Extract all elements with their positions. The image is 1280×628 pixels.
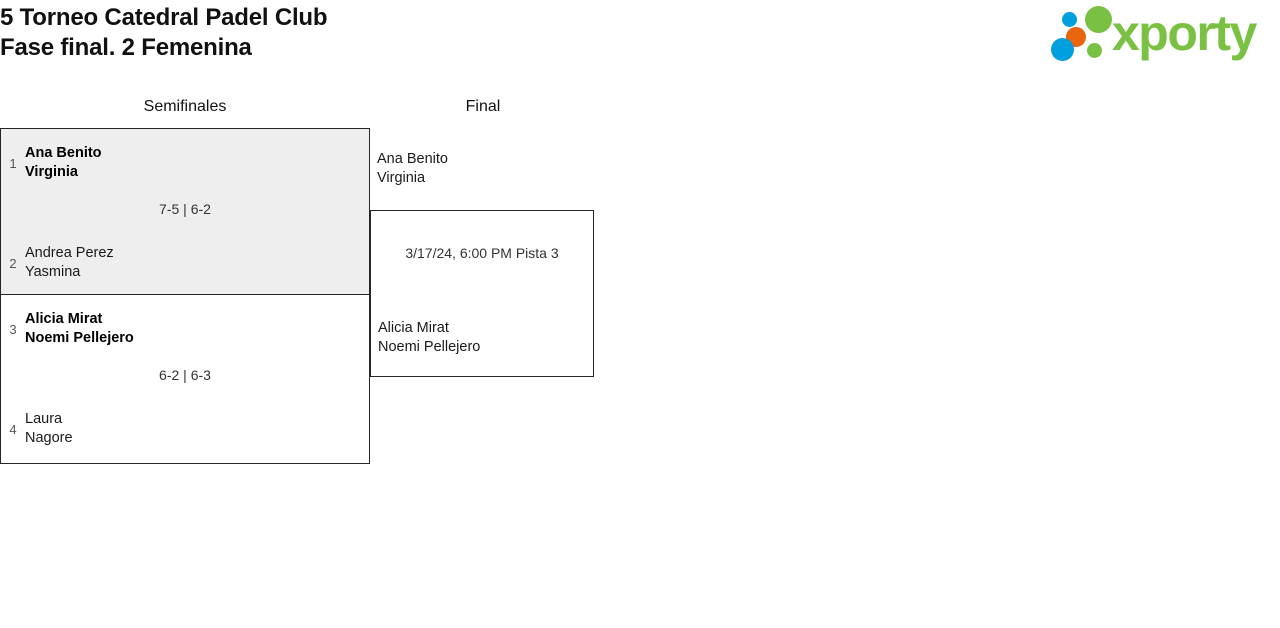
team-names: Andrea Perez Yasmina [25, 244, 114, 282]
logo-dot-green-large-icon [1085, 6, 1112, 33]
match-team-row[interactable]: 4 Laura Nagore [1, 405, 369, 453]
final-team-bottom[interactable]: Alicia Mirat Noemi Pellejero [378, 319, 480, 357]
team-player-2: Virginia [377, 170, 426, 186]
match-final[interactable]: 3/17/24, 6:00 PM Pista 3 Alicia Mirat No… [370, 210, 594, 377]
page-title-line-2: Fase final. 2 Femenina [0, 34, 252, 61]
team-player-2: Noemi Pellejero [25, 330, 134, 346]
match-semifinal-1[interactable]: 1 Ana Benito Virginia 7-5 | 6-2 2 Andrea… [1, 129, 369, 295]
match-score: 6-2 | 6-3 [159, 367, 211, 383]
logo-dot-blue-large-icon [1051, 38, 1074, 61]
final-team-top[interactable]: Ana Benito Virginia [377, 150, 448, 188]
round-header-semifinales: Semifinales [143, 98, 227, 115]
match-team-row[interactable]: 2 Andrea Perez Yasmina [1, 239, 369, 287]
page-title-line-1: 5 Torneo Catedral Padel Club [0, 4, 328, 31]
team-player-1: Alicia Mirat [378, 320, 449, 336]
team-player-1: Alicia Mirat [25, 311, 103, 327]
match-semifinal-2[interactable]: 3 Alicia Mirat Noemi Pellejero 6-2 | 6-3… [1, 295, 369, 461]
logo-dot-blue-small-icon [1062, 12, 1077, 27]
match-team-row[interactable]: 3 Alicia Mirat Noemi Pellejero [1, 305, 369, 353]
semifinals-column: 1 Ana Benito Virginia 7-5 | 6-2 2 Andrea… [0, 128, 370, 464]
team-player-2: Nagore [25, 430, 73, 446]
match-score: 7-5 | 6-2 [159, 201, 211, 217]
team-player-1: Ana Benito [377, 151, 448, 167]
team-player-1: Laura [25, 411, 63, 427]
logo-dot-green-small-icon [1087, 43, 1102, 58]
tournament-header: 5 Torneo Catedral Padel Club Fase final.… [0, 0, 700, 63]
round-header-final: Final [465, 98, 501, 115]
team-seed: 2 [9, 255, 17, 271]
team-names: Laura Nagore [25, 410, 73, 448]
logo-dots-icon [1050, 5, 1118, 61]
team-player-2: Yasmina [25, 264, 81, 280]
match-schedule: 3/17/24, 6:00 PM Pista 3 [405, 245, 559, 261]
team-player-1: Ana Benito [25, 145, 102, 161]
team-seed: 4 [9, 421, 17, 437]
team-seed: 3 [9, 321, 17, 337]
team-names: Ana Benito Virginia [25, 144, 102, 182]
team-names: Alicia Mirat Noemi Pellejero [25, 310, 134, 348]
xporty-logo[interactable]: xporty [1044, 2, 1274, 64]
team-seed: 1 [9, 155, 17, 171]
match-team-row[interactable]: 1 Ana Benito Virginia [1, 139, 369, 187]
logo-wordmark: xporty [1112, 5, 1257, 61]
team-player-1: Andrea Perez [25, 245, 114, 261]
team-player-2: Virginia [25, 164, 78, 180]
team-player-2: Noemi Pellejero [378, 339, 481, 355]
